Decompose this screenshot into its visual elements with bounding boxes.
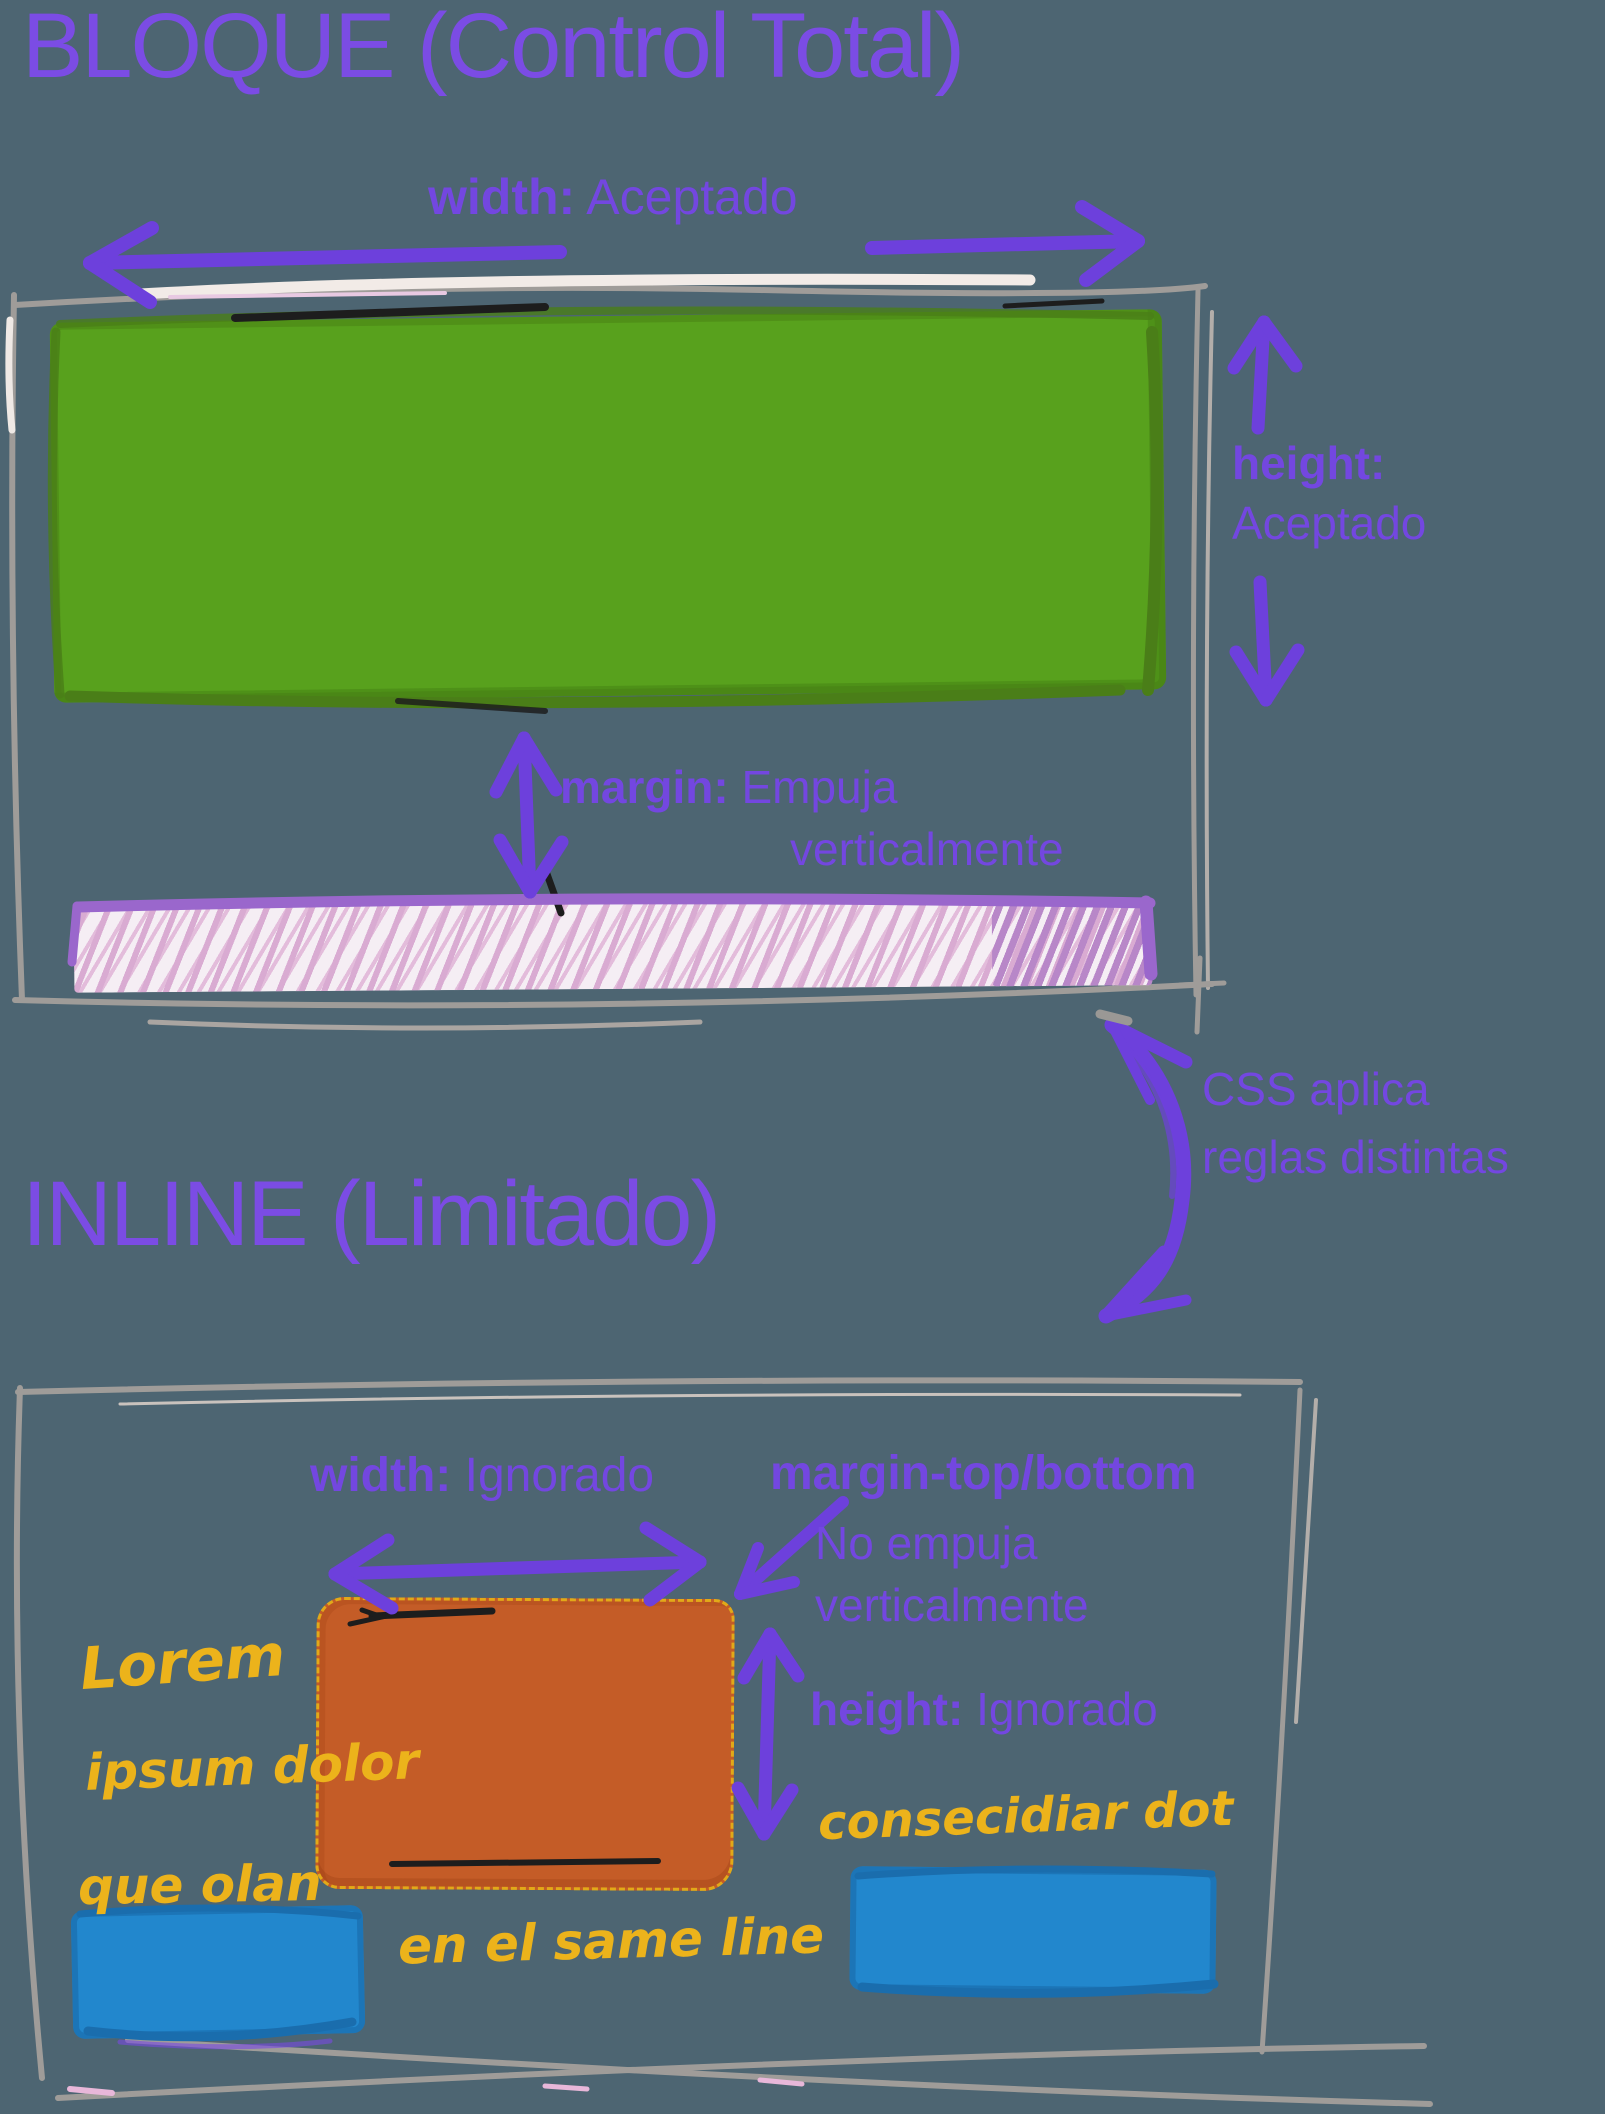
handwriting-que-olan: que olan (78, 1854, 323, 1916)
block-margin-label-line2-text: verticalmente (790, 823, 1064, 875)
pushed-sibling-bar-dense-hatch (991, 899, 1153, 987)
block-margin-label-value: Empuja (728, 761, 898, 813)
inline-width-label-value: Ignorado (451, 1449, 655, 1502)
inline-margin-label: margin-top/bottom (770, 1446, 1197, 1501)
inline-height-label-key: height: (810, 1683, 964, 1735)
inline-margin-label-line2: verticalmente (815, 1578, 1089, 1632)
handwriting-same-line-text: en el same line (397, 1906, 825, 1976)
handwriting-ipsum-dolor-text: ipsum dolor (84, 1732, 421, 1802)
block-element-box (49, 309, 1167, 703)
block-margin-label-key: margin: (560, 761, 729, 813)
inline-margin-label-line1-text: No empuja (815, 1517, 1038, 1569)
block-width-label: width: Aceptado (428, 168, 798, 226)
handwriting-lorem-text: Lorem (77, 1620, 288, 1704)
inline-height-arrow (731, 1627, 805, 1841)
inline-width-arrow (328, 1521, 707, 1615)
block-height-label-key-line: height: (1232, 436, 1385, 490)
inline-margin-label-key: margin-top/bottom (770, 1447, 1197, 1500)
handwriting-consecidiar-text: consecidiar dot (817, 1780, 1235, 1852)
block-width-label-value: Aceptado (575, 169, 798, 225)
pushed-sibling-bar (73, 899, 1153, 993)
block-height-label-value: Aceptado (1232, 497, 1427, 549)
block-margin-label: margin: Empuja (560, 760, 897, 814)
inline-height-label-value: Ignorado (963, 1683, 1158, 1735)
inline-width-label-key: width: (310, 1449, 452, 1502)
inline-margin-label-line2-text: verticalmente (815, 1579, 1089, 1631)
inline-section-title-text: INLINE (Limitado) (22, 1163, 721, 1265)
handwriting-ipsum-dolor: ipsum dolor (84, 1732, 420, 1802)
inline-width-label: width: Ignorado (310, 1448, 654, 1503)
inline-sibling-box-left (70, 1904, 366, 2040)
block-height-label-key: height: (1232, 437, 1386, 489)
block-section-title: BLOQUE (Control Total) (22, 0, 965, 99)
inline-margin-label-line1: No empuja (815, 1516, 1037, 1570)
inline-section-title: INLINE (Limitado) (22, 1162, 721, 1267)
block-section-title-text: BLOQUE (Control Total) (22, 0, 965, 97)
css-rules-note-line1-text: CSS aplica (1202, 1063, 1430, 1115)
block-margin-label-line2: verticalmente (790, 822, 1064, 876)
css-rules-note-line1: CSS aplica (1202, 1062, 1430, 1116)
inline-sibling-box-right (849, 1866, 1217, 1994)
css-rules-note-line2: reglas distintas (1202, 1130, 1509, 1184)
block-height-label-value-line: Aceptado (1232, 496, 1426, 550)
inline-height-label: height: Ignorado (810, 1682, 1158, 1736)
handwriting-que-olan-text: que olan (77, 1853, 323, 1917)
handwriting-consecidiar: consecidiar dot (817, 1781, 1234, 1851)
block-width-label-key: width: (428, 169, 576, 225)
css-rules-curved-arrow (1095, 1009, 1193, 1324)
handwriting-same-line: en el same line (397, 1906, 824, 1975)
css-rules-note-line2-text: reglas distintas (1202, 1131, 1509, 1183)
handwriting-lorem: Lorem (78, 1621, 287, 1703)
block-margin-arrow (489, 731, 569, 899)
